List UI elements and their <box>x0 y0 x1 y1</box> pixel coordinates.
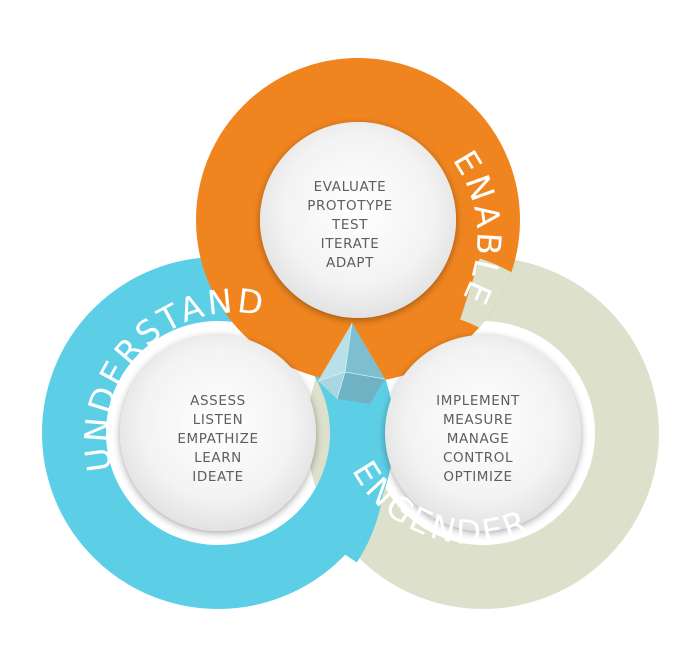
list-item: LEARN <box>194 450 242 466</box>
list-item: IDEATE <box>192 469 243 485</box>
list-item: ITERATE <box>321 236 380 252</box>
understand-overlap <box>302 479 384 563</box>
list-item: TEST <box>331 217 368 233</box>
list-item: OPTIMIZE <box>443 469 512 485</box>
understand-item-list: ASSESS LISTEN EMPATHIZE LEARN IDEATE <box>177 393 258 485</box>
understand-inner-circle <box>120 335 316 531</box>
list-item: PROTOTYPE <box>307 198 393 214</box>
crystal-prism-icon <box>317 322 386 404</box>
enable-inner-circle <box>260 122 456 318</box>
list-item: IMPLEMENT <box>436 393 520 409</box>
enable-item-list: EVALUATE PROTOTYPE TEST ITERATE ADAPT <box>307 179 393 271</box>
list-item: CONTROL <box>443 450 513 466</box>
list-item: EVALUATE <box>314 179 387 195</box>
list-item: MEASURE <box>443 412 513 428</box>
list-item: MANAGE <box>447 431 510 447</box>
list-item: LISTEN <box>193 412 244 428</box>
engender-item-list: IMPLEMENT MEASURE MANAGE CONTROL OPTIMIZ… <box>436 393 520 485</box>
list-item: EMPATHIZE <box>177 431 258 447</box>
list-item: ADAPT <box>326 255 374 271</box>
engender-inner-circle <box>385 335 581 531</box>
list-item: ASSESS <box>190 393 246 409</box>
